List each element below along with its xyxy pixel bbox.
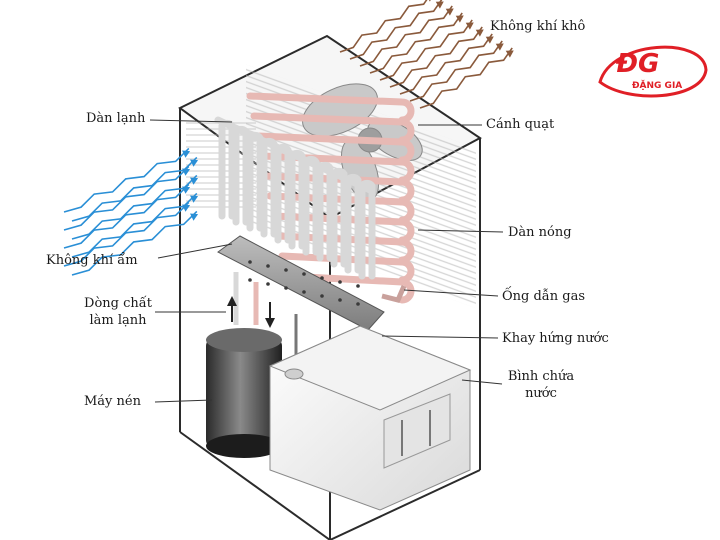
water-drop bbox=[266, 282, 270, 286]
water-drop bbox=[284, 286, 288, 290]
water-drop bbox=[266, 264, 270, 268]
dry-air-arrow bbox=[379, 19, 473, 81]
label-dry-air: Không khí khô bbox=[490, 19, 586, 34]
refrigerant-flow-arrows bbox=[227, 296, 275, 328]
leader-lines bbox=[149, 119, 504, 403]
dry-air-arrow-head bbox=[485, 36, 494, 44]
water-drops bbox=[248, 260, 360, 306]
dry-air-arrows bbox=[339, 0, 514, 109]
humid-air-arrows bbox=[63, 147, 199, 276]
dry-air-arrow-head bbox=[495, 43, 504, 51]
dry-air-arrow-head bbox=[428, 0, 431, 2]
svg-text:ĐG: ĐG bbox=[615, 49, 659, 79]
dry-air-arrow-head bbox=[445, 8, 454, 16]
humid-air-arrow-head bbox=[190, 177, 199, 185]
label-humid-air: Không khí ẩm bbox=[46, 253, 138, 268]
dry-air-arrow-head bbox=[435, 1, 444, 9]
evaporator-header bbox=[214, 116, 374, 194]
dry-air-arrow-head bbox=[465, 22, 474, 30]
water-drop bbox=[320, 294, 324, 298]
condenser-coil bbox=[246, 92, 415, 304]
dry-air-arrow bbox=[339, 0, 428, 53]
humid-air-arrow bbox=[71, 210, 198, 276]
dry-air-arrow-head bbox=[475, 29, 484, 37]
dry-air-arrow-head bbox=[505, 50, 514, 58]
label-gas-pipe: Ống dẫn gas bbox=[502, 289, 586, 304]
water-drop bbox=[338, 298, 342, 302]
humid-air-arrow bbox=[63, 183, 190, 249]
humid-air-arrow-head bbox=[182, 168, 191, 176]
dang-gia-logo: ĐG ĐẶNG GIA bbox=[598, 45, 708, 98]
dry-air-arrow bbox=[359, 5, 453, 67]
dry-air-arrow bbox=[399, 33, 493, 95]
label-compressor: Máy nén bbox=[84, 394, 141, 409]
humid-air-arrow bbox=[63, 165, 190, 231]
water-drop bbox=[248, 260, 252, 264]
dry-air-arrow bbox=[389, 26, 483, 88]
humid-air-arrow-head bbox=[182, 150, 191, 158]
label-refrigerant: Dòng chất làm lạnh bbox=[84, 296, 152, 328]
humid-air-arrow-head bbox=[190, 213, 199, 221]
water-drop bbox=[338, 280, 342, 284]
label-fan: Cánh quạt bbox=[486, 117, 555, 132]
humid-air-arrow bbox=[63, 147, 190, 213]
water-drop bbox=[284, 268, 288, 272]
dry-air-arrow-head bbox=[455, 15, 464, 23]
drip-tray bbox=[217, 235, 385, 331]
water-drop bbox=[302, 272, 306, 276]
compressor bbox=[206, 328, 282, 458]
dry-air-arrow bbox=[419, 47, 513, 109]
label-water-tank: Bình chứa nước bbox=[507, 369, 575, 401]
dry-air-arrow bbox=[409, 40, 503, 102]
water-drop bbox=[302, 290, 306, 294]
water-drop bbox=[248, 278, 252, 282]
humid-air-arrow-head bbox=[182, 204, 191, 212]
water-drop bbox=[356, 284, 360, 288]
humid-air-arrow-head bbox=[190, 159, 199, 167]
label-cold-coil: Dàn lạnh bbox=[86, 111, 146, 126]
svg-text:ĐẶNG GIA: ĐẶNG GIA bbox=[632, 80, 682, 91]
water-drop bbox=[356, 302, 360, 306]
label-drip-tray: Khay hứng nước bbox=[502, 331, 609, 346]
dry-air-arrow bbox=[369, 12, 463, 74]
humid-air-arrow bbox=[63, 201, 190, 267]
condenser-loop bbox=[282, 272, 415, 304]
water-tank bbox=[268, 325, 472, 511]
humid-air-arrow-head bbox=[182, 186, 191, 194]
evaporator-coil bbox=[214, 116, 376, 280]
water-drop bbox=[320, 276, 324, 280]
humid-air-arrow-head bbox=[190, 195, 199, 203]
gas-pipe bbox=[381, 285, 407, 303]
dry-air-arrow bbox=[349, 0, 443, 60]
label-hot-coil: Dàn nóng bbox=[508, 225, 572, 240]
